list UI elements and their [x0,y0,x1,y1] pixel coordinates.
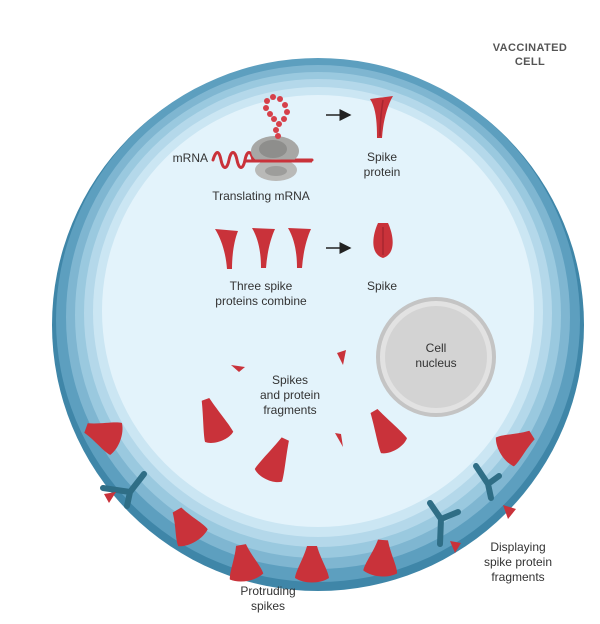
cell-title: VACCINATED CELL [470,41,590,69]
fragments-label: Spikes and protein fragments [245,373,335,418]
mhc-receptors [100,463,502,547]
cell-title-line2: CELL [514,56,546,68]
displaying-fragments-label: Displaying spike protein fragments [468,540,568,585]
interior-spikes-and-fragments [201,350,407,483]
fragments-label-line2: and protein [259,388,321,402]
spike-protein-label-line1: Spike [366,150,398,164]
ribosome [251,136,299,181]
mrna-strand [211,151,314,169]
displaying-label-line1: Displaying [490,540,546,554]
displaying-label-line2: spike protein [483,555,553,569]
displayed-fragments [104,492,516,553]
mrna-label: mRNA [172,151,208,165]
nucleus-label-line1: Cell [425,341,447,355]
spike-protein-label-line2: protein [363,165,401,179]
displaying-label-line3: fragments [491,570,545,584]
three-spike-proteins [215,228,311,269]
three-spike-label-line2: proteins combine [215,294,307,308]
cell-title-line1: VACCINATED [492,42,568,54]
protruding-label-line2: spikes [250,599,285,613]
protruding-spikes [84,422,535,583]
nucleus-label: Cell nucleus [396,341,476,371]
fragments-label-line3: fragments [263,403,317,417]
protruding-spikes-label: Protruding spikes [226,584,310,614]
spike-label: Spike [366,279,398,293]
nucleus-label-line2: nucleus [415,356,457,370]
peptide-chain [263,94,290,139]
spike-protein-label: Spike protein [350,150,414,180]
translating-mrna-label: Translating mRNA [212,189,310,203]
fragments-label-line1: Spikes [271,373,309,387]
three-spike-label: Three spike proteins combine [196,279,326,309]
protruding-label-line1: Protruding [240,584,296,598]
cell-nucleus [376,297,496,417]
three-spike-label-line1: Three spike [229,279,293,293]
